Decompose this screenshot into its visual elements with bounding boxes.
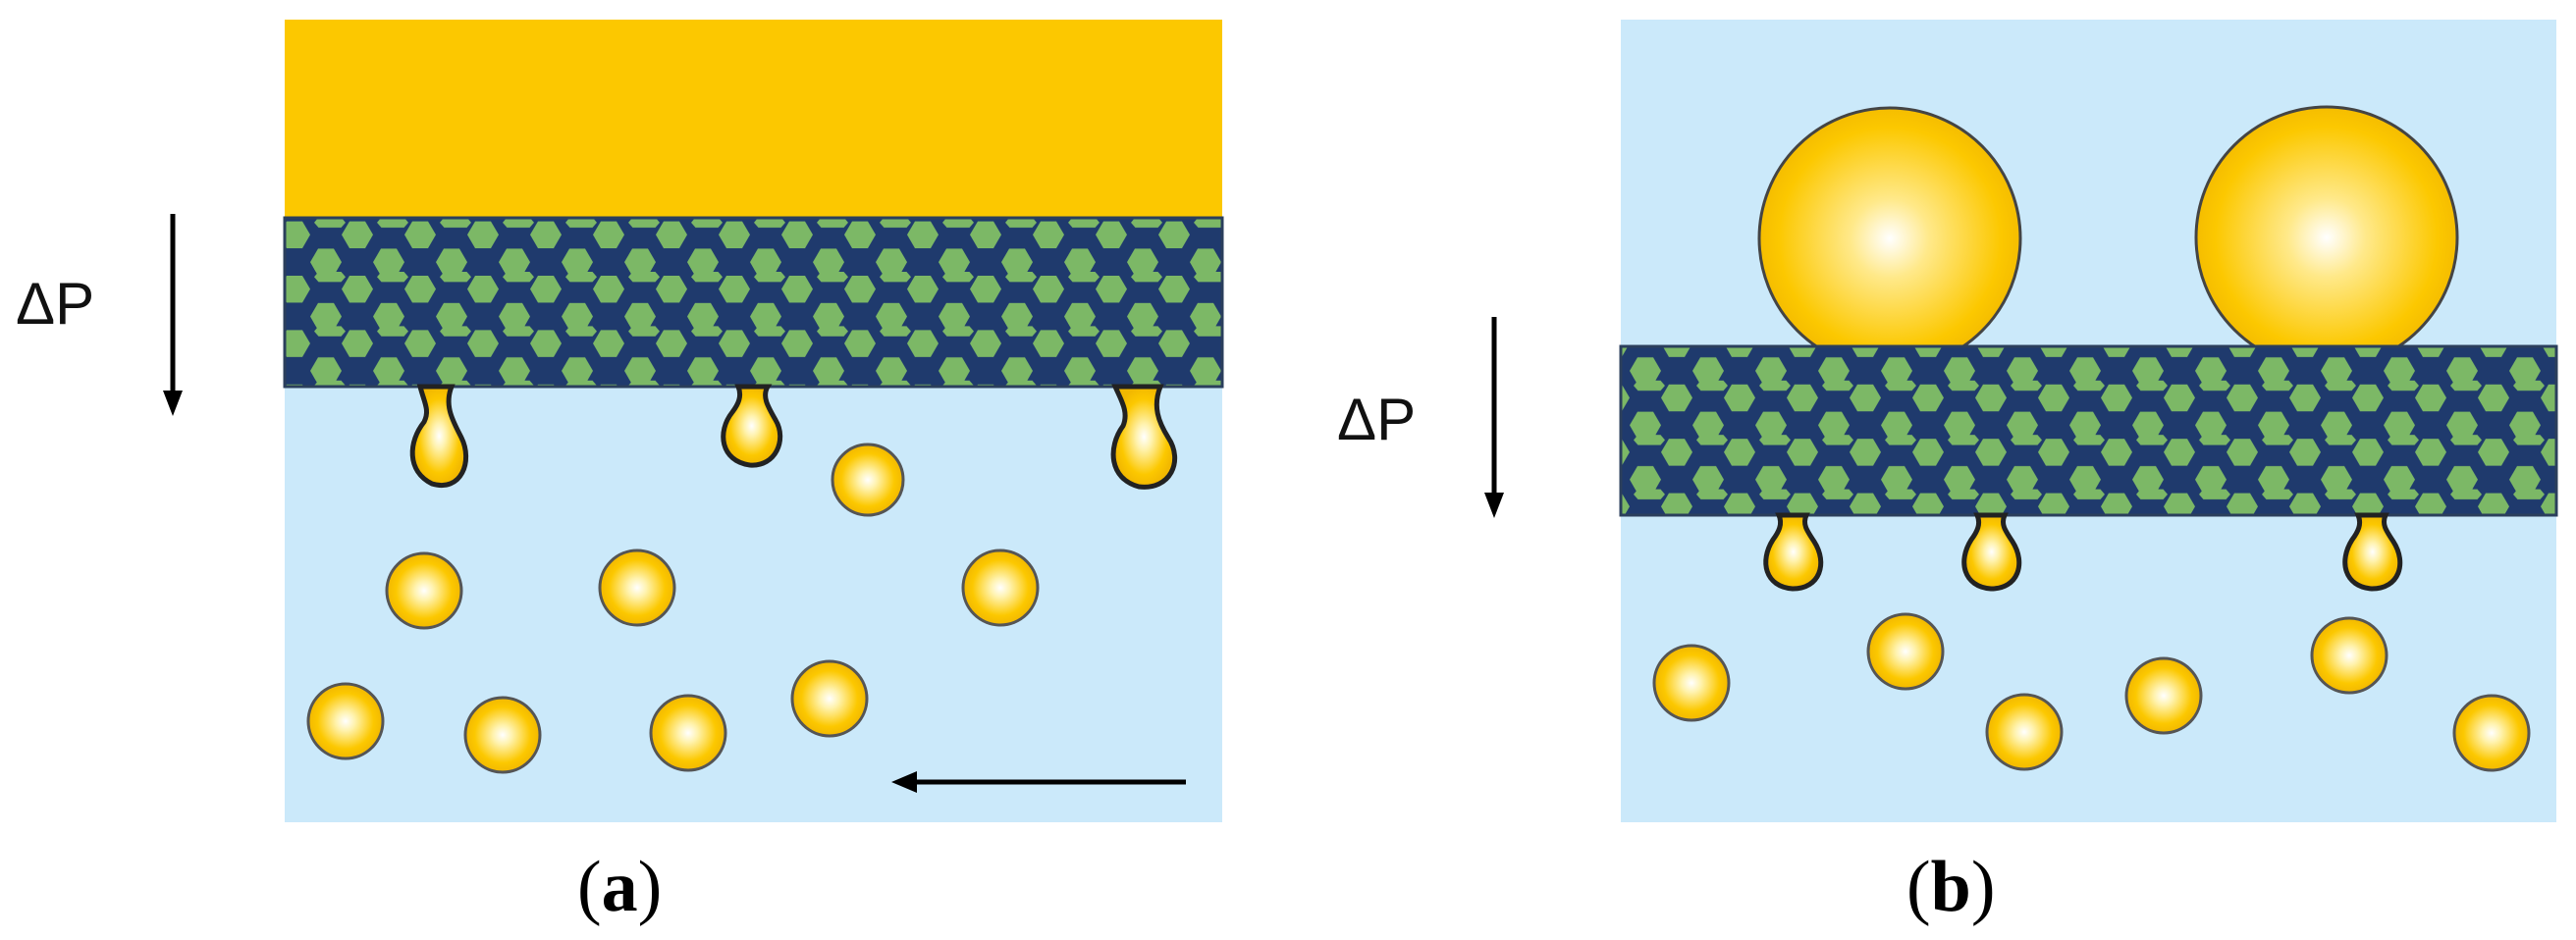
- panel-b: ΔP (b): [1337, 20, 2558, 927]
- forming-droplet: [2342, 512, 2403, 592]
- forming-droplet: [409, 384, 468, 489]
- oil-droplet: [306, 682, 385, 760]
- oil-droplet: [463, 696, 542, 774]
- oil-phase-a: [285, 20, 1222, 218]
- pressure-label-b: ΔP: [1337, 387, 1416, 452]
- forming-droplet: [1961, 512, 2022, 592]
- oil-droplet: [2310, 616, 2388, 695]
- oil-droplet: [649, 694, 727, 772]
- oil-droplet: [831, 443, 905, 517]
- pressure-label-a: ΔP: [16, 271, 94, 337]
- large-oil-droplet: [2194, 105, 2459, 370]
- panel-letter-b: b: [1931, 847, 1971, 927]
- down-arrow-head: [163, 391, 183, 416]
- forming-droplet: [1110, 384, 1178, 490]
- oil-droplet: [2124, 656, 2203, 735]
- oil-droplet: [790, 659, 869, 738]
- oil-droplet: [385, 551, 463, 630]
- oil-droplet: [1985, 693, 2064, 771]
- panel-caption-a: (a): [577, 847, 662, 927]
- oil-droplet: [1866, 612, 1945, 691]
- oil-droplet: [598, 548, 676, 627]
- oil-droplet: [1652, 644, 1731, 722]
- forming-droplet: [1763, 512, 1824, 592]
- panel-caption-b: (b): [1906, 847, 1995, 927]
- panel-a: ΔP (a): [16, 20, 1224, 927]
- membrane-a: [283, 216, 1224, 389]
- large-oil-droplet: [1757, 106, 2022, 371]
- forming-droplet: [721, 384, 783, 468]
- oil-droplet: [2452, 694, 2531, 772]
- left-arrow-head: [891, 771, 917, 793]
- panel-letter-a: a: [602, 847, 638, 927]
- membrane-b: [1619, 344, 2558, 517]
- oil-droplet: [961, 548, 1040, 627]
- down-arrow-head: [1484, 493, 1504, 518]
